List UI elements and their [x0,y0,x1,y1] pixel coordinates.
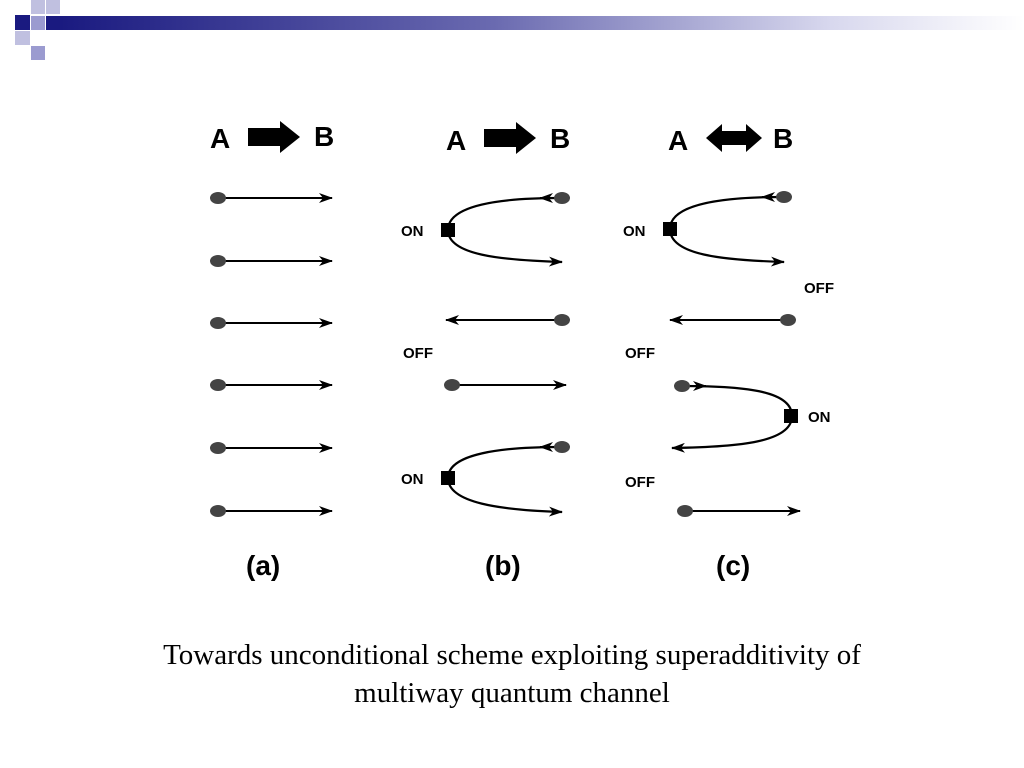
header-square [31,46,45,60]
source-dot [210,505,226,517]
on-label: ON [401,223,424,240]
panel-c-node-b-label: B [773,123,793,154]
source-dot [776,191,792,203]
on-switch [441,471,455,485]
panel-a-caption: (a) [246,550,280,581]
source-dot [210,255,226,267]
header-gradient-band [60,16,1024,30]
header-square [31,0,45,14]
on-switch [663,222,677,236]
panel-c-caption: (c) [716,550,750,581]
loop-line [668,195,785,267]
panel-b: A B ON OFF ON (b) [401,122,570,581]
source-dot [210,442,226,454]
source-dot [444,379,460,391]
panel-a-node-a-label: A [210,123,230,154]
loop-line [446,196,563,267]
source-dot [210,192,226,204]
on-label: ON [401,471,424,488]
header-square [46,0,60,14]
caption-line-2: multiway quantum channel [354,677,670,709]
source-dot [677,505,693,517]
on-label: ON [623,223,646,240]
on-label: ON [808,409,831,426]
header-square [15,31,30,45]
header-square [31,16,45,30]
panel-b-node-a-label: A [446,125,466,156]
source-dot [554,192,570,204]
off-label: OFF [625,345,655,362]
panel-a-lines [210,192,333,517]
panel-b-direction-arrow [484,122,536,154]
off-label: OFF [625,474,655,491]
header-square [46,16,60,30]
panel-b-node-b-label: B [550,123,570,154]
panel-b-caption: (b) [485,550,521,581]
source-dot [780,314,796,326]
loop-line [671,384,794,453]
loop-line [446,445,563,517]
source-dot [210,379,226,391]
source-dot [554,314,570,326]
off-label: OFF [804,280,834,297]
on-switch [784,409,798,423]
header-square [15,15,30,30]
panel-a-node-b-label: B [314,121,334,152]
panel-c: A B ON OFF OFF ON OFF (c) [623,123,834,581]
panel-c-node-a-label: A [668,125,688,156]
panel-a-direction-arrow [248,121,300,153]
slide-caption: Towards unconditional scheme exploiting … [62,636,962,712]
on-switch [441,223,455,237]
panel-a: A B (a) [210,121,334,581]
panel-c-bidirectional-arrow [706,124,762,152]
source-dot [674,380,690,392]
header-decoration [15,0,1024,60]
off-label: OFF [403,345,433,362]
caption-line-1: Towards unconditional scheme exploiting … [163,639,861,671]
source-dot [554,441,570,453]
source-dot [210,317,226,329]
